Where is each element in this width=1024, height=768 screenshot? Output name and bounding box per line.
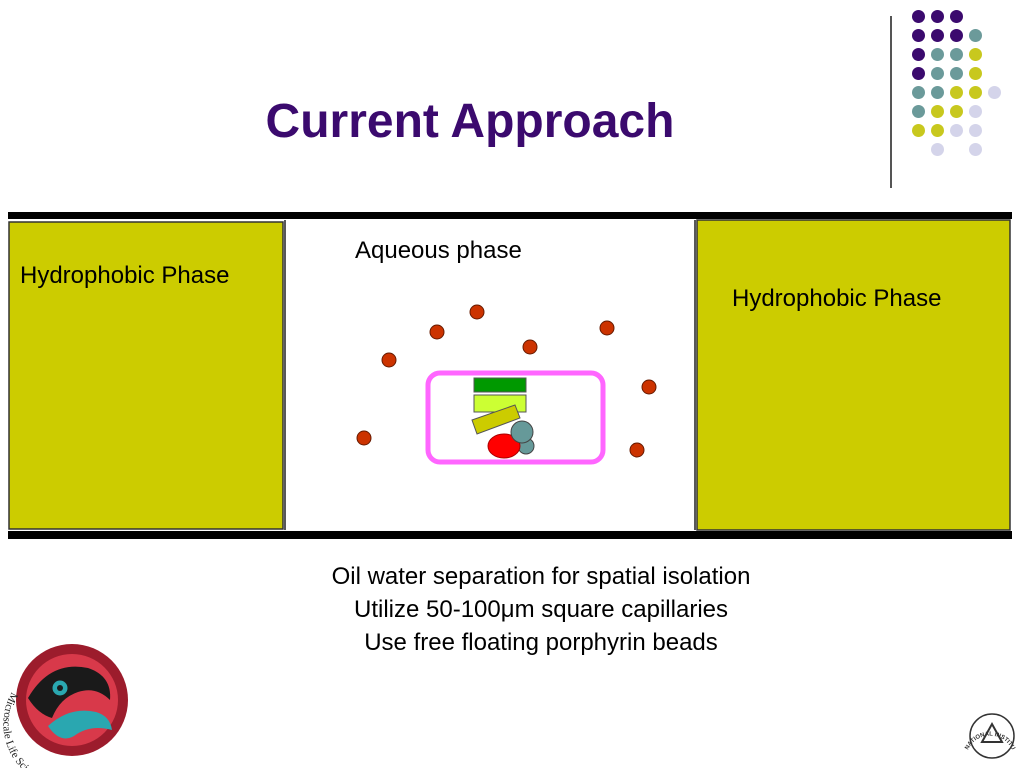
logo-teal-shape <box>48 710 112 739</box>
decorative-dot <box>912 105 925 118</box>
decorative-dot <box>931 143 944 156</box>
decorative-dot <box>931 48 944 61</box>
decorative-dot <box>931 10 944 23</box>
left-phase-label: Hydrophobic Phase <box>20 262 230 289</box>
pink-capsule <box>425 370 606 465</box>
slide-title: Current Approach <box>265 95 675 148</box>
dark-green-bar <box>473 377 527 393</box>
particle <box>469 304 485 320</box>
nih-logo: NATIONAL INSTITUTES OF HEALTH <box>960 700 1016 759</box>
tilted-yellow-bar <box>471 404 521 435</box>
decorative-dot <box>912 86 925 99</box>
particle <box>522 339 538 355</box>
decorative-dot <box>931 105 944 118</box>
decorative-dot <box>912 29 925 42</box>
decorative-dot <box>950 124 963 137</box>
caption-line-1: Oil water separation for spatial isolati… <box>331 563 751 590</box>
decorative-dot <box>969 48 982 61</box>
caption-line-3: Use free floating porphyrin beads <box>364 629 718 656</box>
title-divider <box>890 16 892 188</box>
nih-seal-emblem <box>980 721 1004 743</box>
decorative-dot <box>931 124 944 137</box>
decorative-dot <box>950 67 963 80</box>
decorative-dot <box>969 105 982 118</box>
decorative-dot <box>969 29 982 42</box>
left-hydrophobic-phase <box>8 221 284 530</box>
decorative-dot <box>950 48 963 61</box>
decorative-dot <box>912 48 925 61</box>
particles <box>356 304 657 458</box>
light-green-bar <box>473 394 527 413</box>
right-phase-label: Hydrophobic Phase <box>732 285 942 312</box>
caption: Oil water separation for spatial isolati… <box>200 560 882 659</box>
capillary-diagram <box>8 212 1012 539</box>
decorative-dot <box>950 86 963 99</box>
particle <box>381 352 397 368</box>
decorative-dot <box>931 67 944 80</box>
decorative-dot <box>912 10 925 23</box>
decorative-dot <box>912 124 925 137</box>
particle <box>641 379 657 395</box>
decorative-dot <box>969 143 982 156</box>
aqueous-phase-label: Aqueous phase <box>355 237 522 264</box>
decorative-dot <box>988 86 1001 99</box>
particle <box>599 320 615 336</box>
caption-line-2: Utilize 50-100μm square capillaries <box>354 596 728 623</box>
nih-seal-ring <box>969 713 1015 759</box>
decorative-dot <box>931 29 944 42</box>
decorative-dot <box>969 124 982 137</box>
particle <box>429 324 445 340</box>
nih-seal-text: NATIONAL INSTITUTES OF HEALTH <box>960 700 1016 751</box>
capillary-bottom-wall <box>8 531 1012 539</box>
particle <box>356 430 372 446</box>
decorative-dot <box>950 10 963 23</box>
teal-blob-large <box>510 420 534 444</box>
red-blob <box>487 433 521 459</box>
particle <box>629 442 645 458</box>
decorative-dot <box>950 105 963 118</box>
bead-cluster <box>471 377 535 459</box>
capillary-top-wall <box>8 212 1012 219</box>
decorative-dot <box>969 86 982 99</box>
decorative-dot-grid <box>900 10 1024 170</box>
decorative-dot <box>931 86 944 99</box>
mlsc-logo: Microscale Life Sciences Center <box>0 644 128 768</box>
decorative-dot <box>950 29 963 42</box>
decorative-dot <box>912 67 925 80</box>
right-hydrophobic-phase <box>696 219 1011 531</box>
decorative-dot <box>969 67 982 80</box>
logo-eye-pupil <box>57 685 63 691</box>
